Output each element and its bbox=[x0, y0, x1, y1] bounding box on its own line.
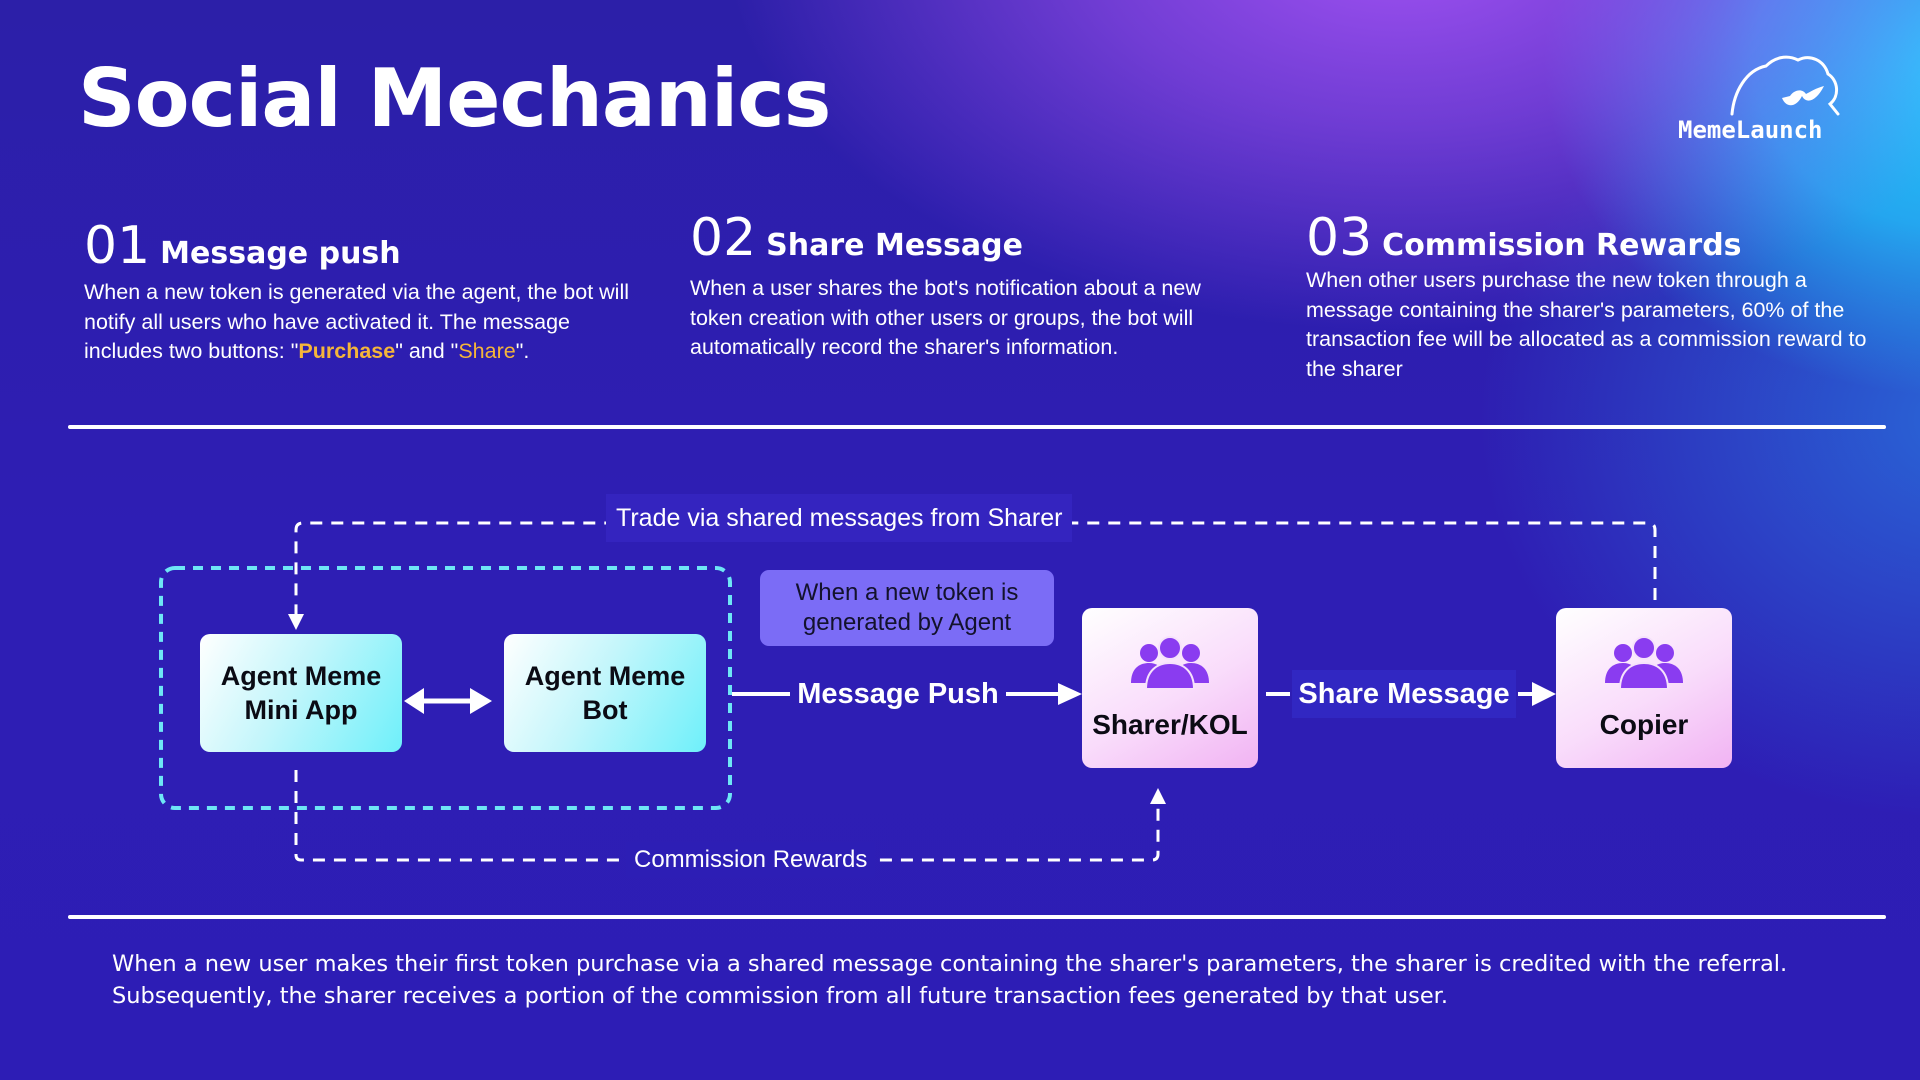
section-body: When a user shares the bot's notificatio… bbox=[690, 276, 1201, 359]
node-label: Agent Meme bbox=[220, 661, 382, 691]
node-label: Agent Meme bbox=[524, 661, 686, 691]
logo-wordmark: MemeLaunch bbox=[1678, 116, 1823, 144]
trade-connector-label: Trade via shared messages from Sharer bbox=[606, 494, 1073, 542]
purchase-highlight: Purchase bbox=[298, 339, 396, 363]
note-text: generated by Agent bbox=[802, 609, 1012, 636]
node-label: Sharer/KOL bbox=[1092, 709, 1248, 740]
bottom-divider bbox=[68, 915, 1886, 919]
section-number: 03 bbox=[1306, 208, 1373, 268]
share-message-label: Share Message bbox=[1292, 670, 1516, 718]
body-text: ". bbox=[515, 339, 530, 363]
node-label: Bot bbox=[582, 695, 628, 725]
body-text: " and " bbox=[395, 339, 459, 363]
section-heading: Share Message bbox=[766, 228, 1023, 263]
message-push-label: Message Push bbox=[797, 677, 999, 710]
page-title: Social Mechanics bbox=[78, 52, 831, 145]
trade-arrowhead bbox=[288, 614, 304, 630]
note-text: When a new token is bbox=[795, 579, 1019, 606]
section-body: When other users purchase the new token … bbox=[1306, 268, 1867, 381]
share-highlight: Share bbox=[458, 339, 516, 363]
footer-description: When a new user makes their first token … bbox=[112, 951, 1788, 1009]
people-group-icon bbox=[1131, 636, 1209, 689]
node-label: Copier bbox=[1599, 709, 1689, 740]
cloud-whale-logo-icon bbox=[1730, 55, 1840, 116]
node-agent-meme-mini-app[interactable]: Agent Meme Mini App bbox=[200, 634, 402, 752]
section-heading: Message push bbox=[160, 236, 401, 271]
node-sharer-kol[interactable]: Sharer/KOL bbox=[1082, 608, 1258, 768]
brand-logo: MemeLaunch bbox=[1672, 52, 1892, 152]
section-heading: Commission Rewards bbox=[1382, 228, 1742, 263]
section-number: 02 bbox=[690, 208, 757, 268]
top-divider bbox=[68, 425, 1886, 429]
body-text: When a new token is generated via the ag… bbox=[84, 280, 630, 363]
people-group-icon bbox=[1605, 636, 1683, 689]
node-agent-meme-bot[interactable]: Agent Meme Bot bbox=[504, 634, 706, 752]
message-push-arrowhead bbox=[1058, 683, 1082, 705]
section-body: When a new token is generated via the ag… bbox=[84, 278, 644, 367]
share-message-arrowhead bbox=[1532, 682, 1556, 706]
node-label: Mini App bbox=[244, 695, 358, 725]
commission-connector-label: Commission Rewards bbox=[626, 842, 876, 878]
commission-arrowhead bbox=[1150, 788, 1166, 804]
new-token-note: When a new token is generated by Agent bbox=[760, 570, 1054, 646]
node-copier[interactable]: Copier bbox=[1556, 608, 1732, 768]
section-number: 01 bbox=[84, 216, 151, 276]
double-arrow-icon bbox=[404, 688, 492, 714]
